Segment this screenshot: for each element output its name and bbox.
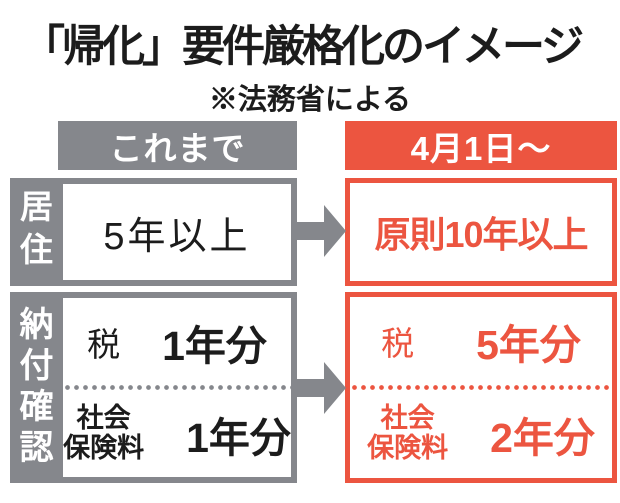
insurance-label: 社会 保険料 xyxy=(367,404,448,463)
residence-after-value: 原則10年以上 xyxy=(374,214,588,255)
tax-before-value: 1年分 xyxy=(162,322,267,369)
insurance-before-value: 1年分 xyxy=(186,414,291,461)
column-header-before: これまで xyxy=(58,121,297,170)
column-header-after: 4月1日〜 xyxy=(345,121,617,170)
tax-before-cell: 税 1年分 xyxy=(63,298,291,385)
source-note: ※法務省による xyxy=(208,84,412,116)
payment-after-box: 税 5年分 社会 保険料 2年分 xyxy=(345,292,617,483)
residence-before-value: 5年以上 xyxy=(103,215,251,258)
row-label-payment: 納付確認 xyxy=(10,292,57,483)
tax-label: 税 xyxy=(381,325,415,362)
row-label-residence: 居住 xyxy=(10,178,57,286)
residence-before-box: 5年以上 xyxy=(57,178,297,286)
tax-after-value: 5年分 xyxy=(476,322,581,368)
insurance-label-line2: 保険料 xyxy=(367,433,449,463)
arrow-right-icon xyxy=(295,362,346,414)
residence-after-box: 原則10年以上 xyxy=(345,178,617,286)
dotted-divider xyxy=(350,385,612,390)
insurance-after-value: 2年分 xyxy=(490,415,595,461)
page-title: 「帰化」要件厳格化のイメージ xyxy=(22,23,584,71)
insurance-label-line1: 社会 xyxy=(76,402,131,433)
tax-label: 税 xyxy=(87,325,121,363)
payment-before-box: 税 1年分 社会 保険料 1年分 xyxy=(57,292,297,483)
insurance-label-line1: 社会 xyxy=(380,403,435,434)
dotted-divider xyxy=(63,385,291,390)
residence-after-cell: 原則10年以上 xyxy=(350,183,612,281)
tax-after-cell: 税 5年分 xyxy=(350,297,612,385)
insurance-label-line2: 保険料 xyxy=(63,432,145,463)
residence-before-cell: 5年以上 xyxy=(63,184,291,280)
insurance-label: 社会 保険料 xyxy=(63,402,145,463)
insurance-after-cell: 社会 保険料 2年分 xyxy=(350,390,612,478)
insurance-before-cell: 社会 保険料 1年分 xyxy=(63,390,291,477)
arrow-right-icon xyxy=(295,205,346,257)
